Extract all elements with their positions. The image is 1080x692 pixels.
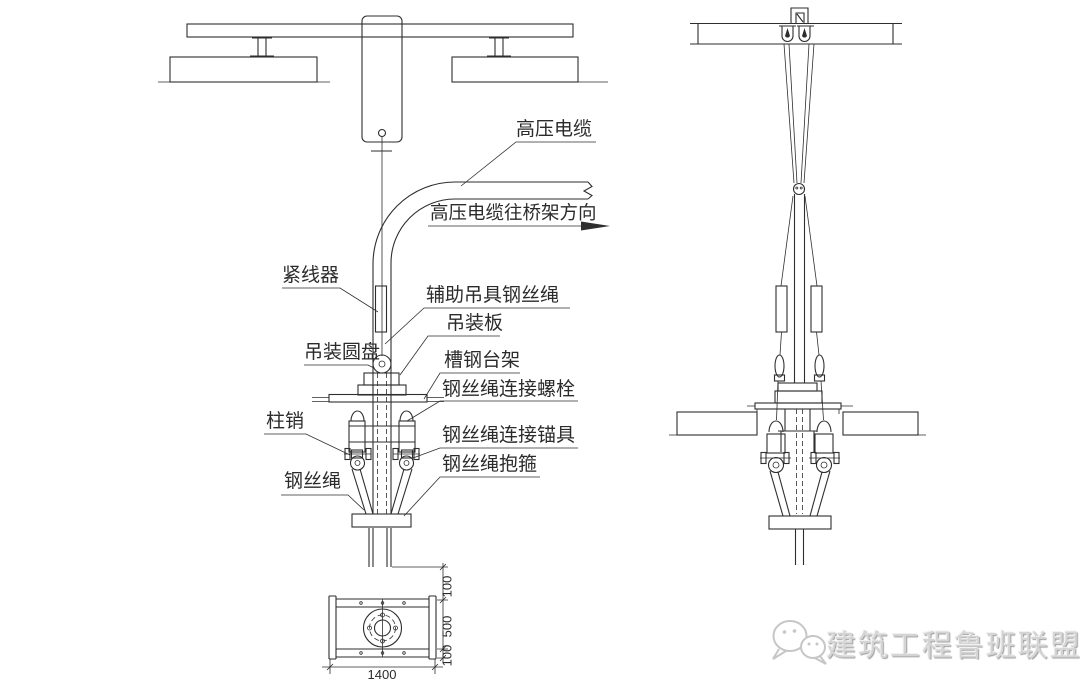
turnbuckle-right <box>810 285 823 333</box>
leader-lines <box>264 141 610 517</box>
rope-clamp-assembly-right-view <box>760 420 840 474</box>
top-beam <box>186 23 574 38</box>
dimension-right-middle: 500 <box>439 615 455 638</box>
leader-lifting-disc <box>304 364 375 369</box>
leader-pin <box>264 433 351 456</box>
leader-aux-rigging-rope <box>384 307 570 345</box>
leader-channel-steel-stand <box>423 372 520 400</box>
leader-wire-rope <box>281 494 365 511</box>
turnbuckle-left <box>775 285 788 333</box>
rope-clamp-assembly-left-view <box>344 410 420 471</box>
dimension-plan-width: 1400 <box>367 667 397 682</box>
center-flange <box>362 608 403 648</box>
right-elevation-view <box>669 7 926 565</box>
callout-wire-tightener: 紧线器 <box>282 265 340 286</box>
leader-rope-hoop <box>403 476 540 517</box>
concrete-section-left <box>676 411 758 436</box>
callout-lifting-disc: 吊装圆盘 <box>304 342 381 363</box>
callout-pin: 柱销 <box>266 411 305 432</box>
leader-rope-connect-anchor <box>412 447 578 459</box>
plan-view <box>322 563 448 674</box>
left-elevation-view <box>158 15 608 567</box>
dimension-line-right <box>392 563 448 663</box>
leader-lifting-plate <box>399 335 500 376</box>
callout-rope-hoop: 钢丝绳抱箍 <box>442 454 538 475</box>
concrete-slab-right <box>451 56 579 83</box>
dimension-right-top: 100 <box>439 575 455 598</box>
leader-wire-tightener <box>282 287 379 313</box>
leader-rope-connect-bolt <box>406 400 578 422</box>
callout-high-voltage-cable: 高压电缆 <box>516 119 593 140</box>
channel-platform-shape <box>328 393 428 403</box>
callout-wire-rope: 钢丝绳 <box>284 471 342 492</box>
i-beam-hanger-right <box>487 37 511 57</box>
leader-high-voltage-cable <box>460 141 596 187</box>
callout-aux-rigging-rope: 辅助吊具钢丝绳 <box>426 285 560 306</box>
pulley-shackle <box>792 182 806 196</box>
lifting-plate-shape <box>363 372 400 386</box>
callout-cable-direction: 高压电缆往桥架方向 <box>430 202 597 223</box>
callout-channel-steel-stand: 槽钢台架 <box>444 350 521 371</box>
i-beam-hanger-left <box>250 37 274 57</box>
top-hook <box>790 7 809 24</box>
concrete-section-right <box>842 411 919 436</box>
direction-arrow-icon <box>581 221 610 231</box>
beam-side-view <box>690 22 902 45</box>
watermark-brand-text: 建筑工程鲁班联盟 <box>826 630 1080 663</box>
concrete-slab-left <box>169 56 318 83</box>
callout-rope-connect-bolt: 钢丝绳连接螺栓 <box>442 379 576 400</box>
callout-lifting-plate: 吊装板 <box>446 313 504 334</box>
wire-rope-legs <box>351 468 413 515</box>
hanging-plate <box>361 15 403 143</box>
callout-rope-connect-anchor: 钢丝绳连接锚具 <box>442 425 576 446</box>
cable-curve <box>368 181 593 567</box>
dimension-right-bottom: 100 <box>439 644 455 667</box>
dimension-line-1400 <box>322 659 443 674</box>
rope-hoop-bar <box>351 513 412 528</box>
wechat-chat-bubbles-icon <box>772 620 827 665</box>
wire-tightener-body <box>374 285 388 333</box>
